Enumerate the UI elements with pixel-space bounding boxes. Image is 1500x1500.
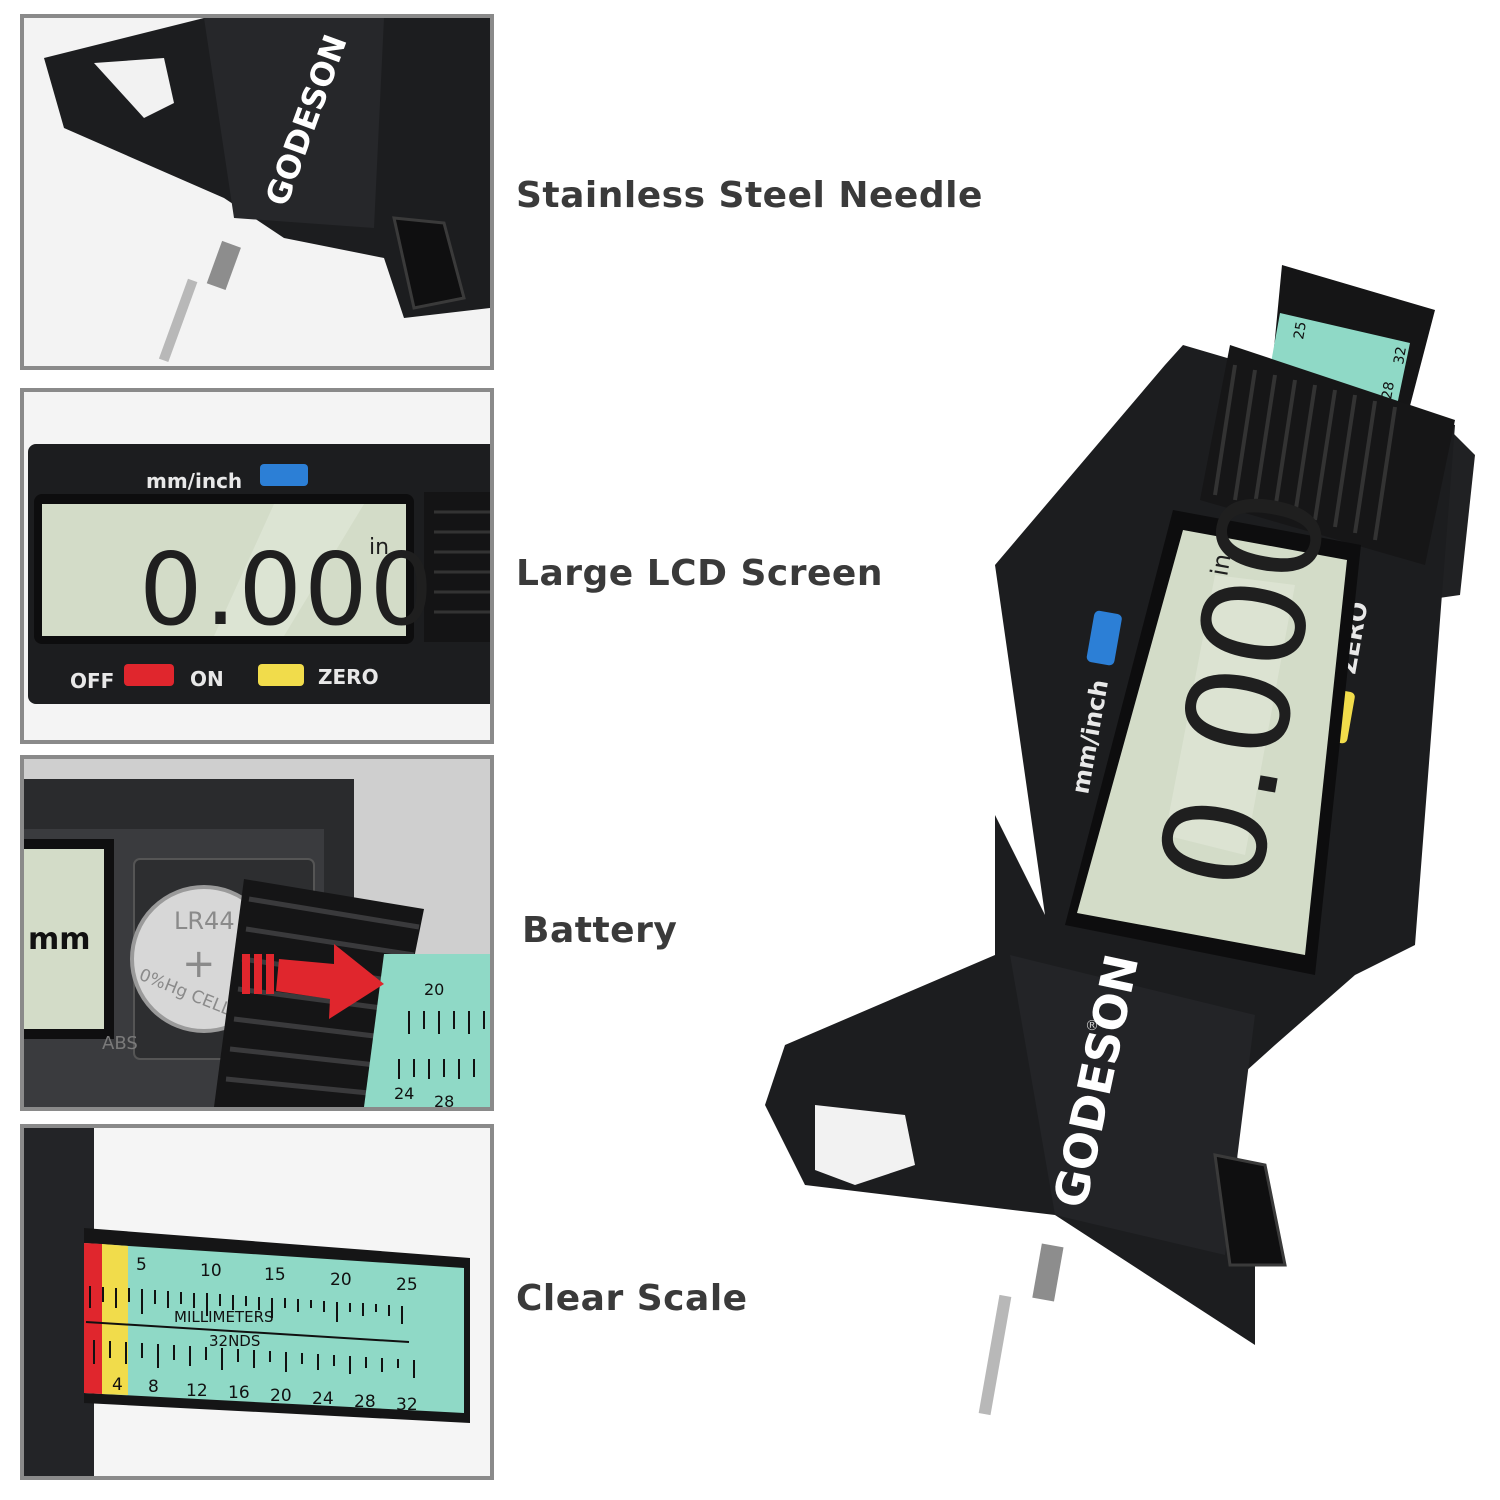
lcd-closeup-zero-button bbox=[258, 664, 304, 686]
scale-nds-tick-16: 16 bbox=[228, 1383, 250, 1403]
lcd-closeup-unit: in bbox=[369, 535, 389, 560]
scale-nds-tick-20: 20 bbox=[270, 1386, 292, 1406]
lcd-closeup-label-mode: mm/inch bbox=[146, 469, 242, 493]
battery-panel-lcd-unit: mm bbox=[28, 922, 91, 957]
lcd-closeup-image: mm/inch 0.000 in OFF ON ZERO bbox=[24, 392, 490, 740]
tread-gauge-main-view: 25 28 32 mm/inch ZERO ON OFF in 0.000 bbox=[755, 255, 1475, 1435]
main-scale-label-25: 25 bbox=[1291, 320, 1310, 340]
scale-tick-marks bbox=[89, 1286, 415, 1378]
scale-mm-tick-10: 10 bbox=[200, 1261, 222, 1281]
battery-panel-scale-20: 20 bbox=[424, 980, 444, 999]
feature-label-scale: Clear Scale bbox=[516, 1278, 748, 1319]
feature-label-needle: Stainless Steel Needle bbox=[516, 175, 983, 216]
battery-panel-cell-label: LR44 bbox=[174, 907, 235, 935]
lcd-closeup-off-button bbox=[124, 664, 174, 686]
scale-mm-tick-25: 25 bbox=[396, 1275, 418, 1295]
battery-closeup-panel: mm LR44 + 0%Hg CELL ABS 20 24 28 bbox=[20, 755, 494, 1111]
scale-closeup-panel: 5 10 15 20 25 MILLIMETERS 32NDS bbox=[20, 1124, 494, 1480]
main-lcd-unit: in bbox=[1205, 552, 1236, 578]
tread-gauge-image: 25 28 32 mm/inch ZERO ON OFF in 0.000 bbox=[765, 265, 1475, 1416]
lcd-closeup-label-zero: ZERO bbox=[318, 665, 379, 689]
scale-nds-tick-4: 4 bbox=[112, 1375, 123, 1395]
lcd-closeup-label-off: OFF bbox=[70, 669, 114, 693]
battery-slide-arrow bbox=[242, 944, 384, 1019]
lcd-closeup-reading: 0.000 bbox=[139, 531, 435, 648]
main-scale-label-28: 28 bbox=[1379, 380, 1398, 400]
feature-label-lcd: Large LCD Screen bbox=[516, 553, 883, 594]
scale-mm-tick-5: 5 bbox=[136, 1255, 147, 1275]
battery-panel-scale-24: 24 bbox=[394, 1084, 414, 1103]
battery-panel-scale-28: 28 bbox=[434, 1092, 454, 1107]
needle-closeup-image: GODESON bbox=[24, 18, 490, 366]
scale-nds-label: 32NDS bbox=[209, 1332, 260, 1350]
feature-label-battery: Battery bbox=[522, 910, 678, 951]
lcd-closeup-panel: mm/inch 0.000 in OFF ON ZERO bbox=[20, 388, 494, 744]
battery-panel-plus: + bbox=[182, 941, 216, 987]
main-scale-label-32: 32 bbox=[1391, 345, 1410, 365]
scale-mm-tick-15: 15 bbox=[264, 1265, 286, 1285]
scale-nds-tick-32: 32 bbox=[396, 1395, 418, 1415]
battery-closeup-image: mm LR44 + 0%Hg CELL ABS 20 24 28 bbox=[24, 759, 490, 1107]
battery-panel-abs-mark: ABS bbox=[102, 1033, 138, 1054]
lcd-closeup-label-on: ON bbox=[190, 667, 224, 691]
scale-nds-tick-24: 24 bbox=[312, 1389, 334, 1409]
scale-mm-tick-20: 20 bbox=[330, 1270, 352, 1290]
scale-nds-tick-28: 28 bbox=[354, 1392, 376, 1412]
main-brand-registered: ® bbox=[1085, 1018, 1099, 1034]
scale-nds-tick-8: 8 bbox=[148, 1377, 159, 1397]
scale-nds-tick-12: 12 bbox=[186, 1381, 208, 1401]
needle-closeup-panel: GODESON bbox=[20, 14, 494, 370]
main-mode-button bbox=[1086, 610, 1122, 666]
scale-closeup-image: 5 10 15 20 25 MILLIMETERS 32NDS bbox=[24, 1128, 490, 1476]
scale-mm-label: MILLIMETERS bbox=[174, 1308, 274, 1326]
